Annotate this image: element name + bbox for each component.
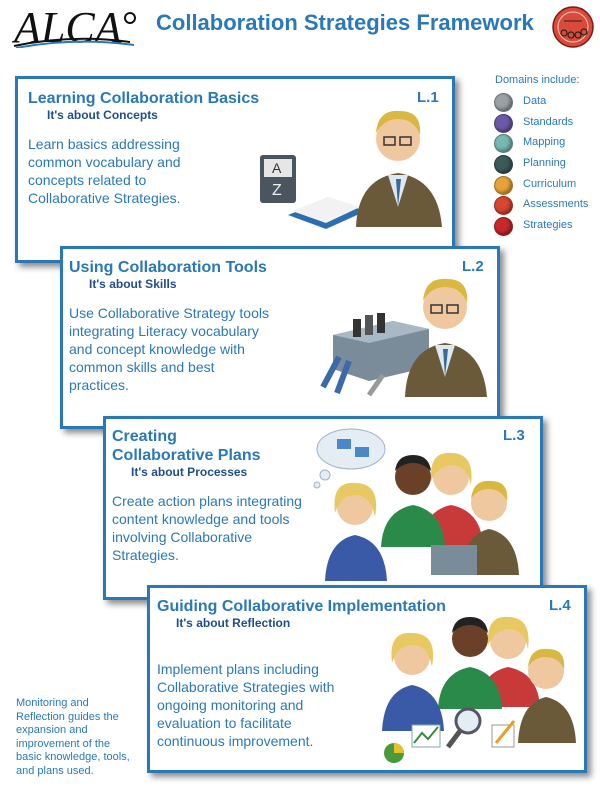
level-title-line2: Collaborative Plans [112,447,261,464]
assessments-icon [494,196,513,216]
level-description: Use Collaborative Strategy tools integra… [69,305,269,393]
level-title: Learning Collaboration Basics [28,90,260,107]
alca-logo: ALCA [12,4,136,48]
level-number: L.3 [503,427,525,444]
level-description: Learn basics addressing common vocabular… [28,136,181,206]
level-number: L.1 [417,89,439,106]
legend-label: Mapping [523,136,566,149]
level-card-2: Using Collaboration Tools It's about Ski… [60,246,500,429]
team-planning-illustration [313,428,519,581]
level-title-line1: Creating [112,428,177,445]
legend-item-strategies: Strategies [492,216,596,237]
level-description: Implement plans including Collaborative … [157,661,335,749]
legend-label: Assessments [523,198,589,211]
level-card-4: Guiding Collaborative Implementation It'… [147,585,587,773]
legend-label: Strategies [523,219,573,232]
domains-legend: Domains include: Data Standards Mapping … [492,74,596,237]
strategies-icon [494,217,513,237]
level-subtitle: It's about Processes [131,465,248,479]
legend-item-curriculum: Curriculum [492,175,596,196]
svg-text:Z: Z [272,182,282,199]
level-card-3: Creating Collaborative Plans It's about … [103,416,543,600]
legend-item-standards: Standards [492,113,596,134]
legend-item-assessments: Assessments [492,195,596,216]
teacher-with-toolbox-illustration [320,278,487,397]
legend-label: Data [523,95,547,107]
data-icon [494,93,513,112]
level-description: Create action plans integrating content … [112,493,302,563]
level-number: L.2 [462,258,484,275]
level-subtitle: It's about Concepts [47,108,158,122]
standards-icon [494,113,513,133]
level-subtitle: It's about Reflection [176,616,291,630]
teacher-with-books-illustration: A Z [260,110,442,229]
legend-label: Planning [523,157,566,170]
legend-label: Standards [523,115,574,128]
legend-item-mapping: Mapping [492,133,596,154]
monitoring-note: Monitoring and Reflection guides the exp… [16,697,130,777]
level-subtitle: It's about Skills [89,277,177,291]
mapping-icon [494,134,513,154]
seal-icon [552,6,594,48]
page-title: Collaboration Strategies Framework [156,10,534,35]
svg-text:A: A [272,160,282,176]
team-evaluation-illustration [382,616,576,763]
legend-title: Domains include: [495,74,580,86]
planning-icon [494,155,513,175]
level-number: L.4 [549,597,571,614]
legend-item-planning: Planning [492,154,596,175]
level-card-1: Learning Collaboration Basics It's about… [15,76,455,263]
logo-text: ALCA [12,4,123,48]
legend-label: Curriculum [523,177,577,190]
curriculum-icon [494,175,513,195]
level-title: Guiding Collaborative Implementation [157,598,446,615]
level-title: Using Collaboration Tools [69,259,267,276]
legend-item-data: Data [492,92,596,113]
